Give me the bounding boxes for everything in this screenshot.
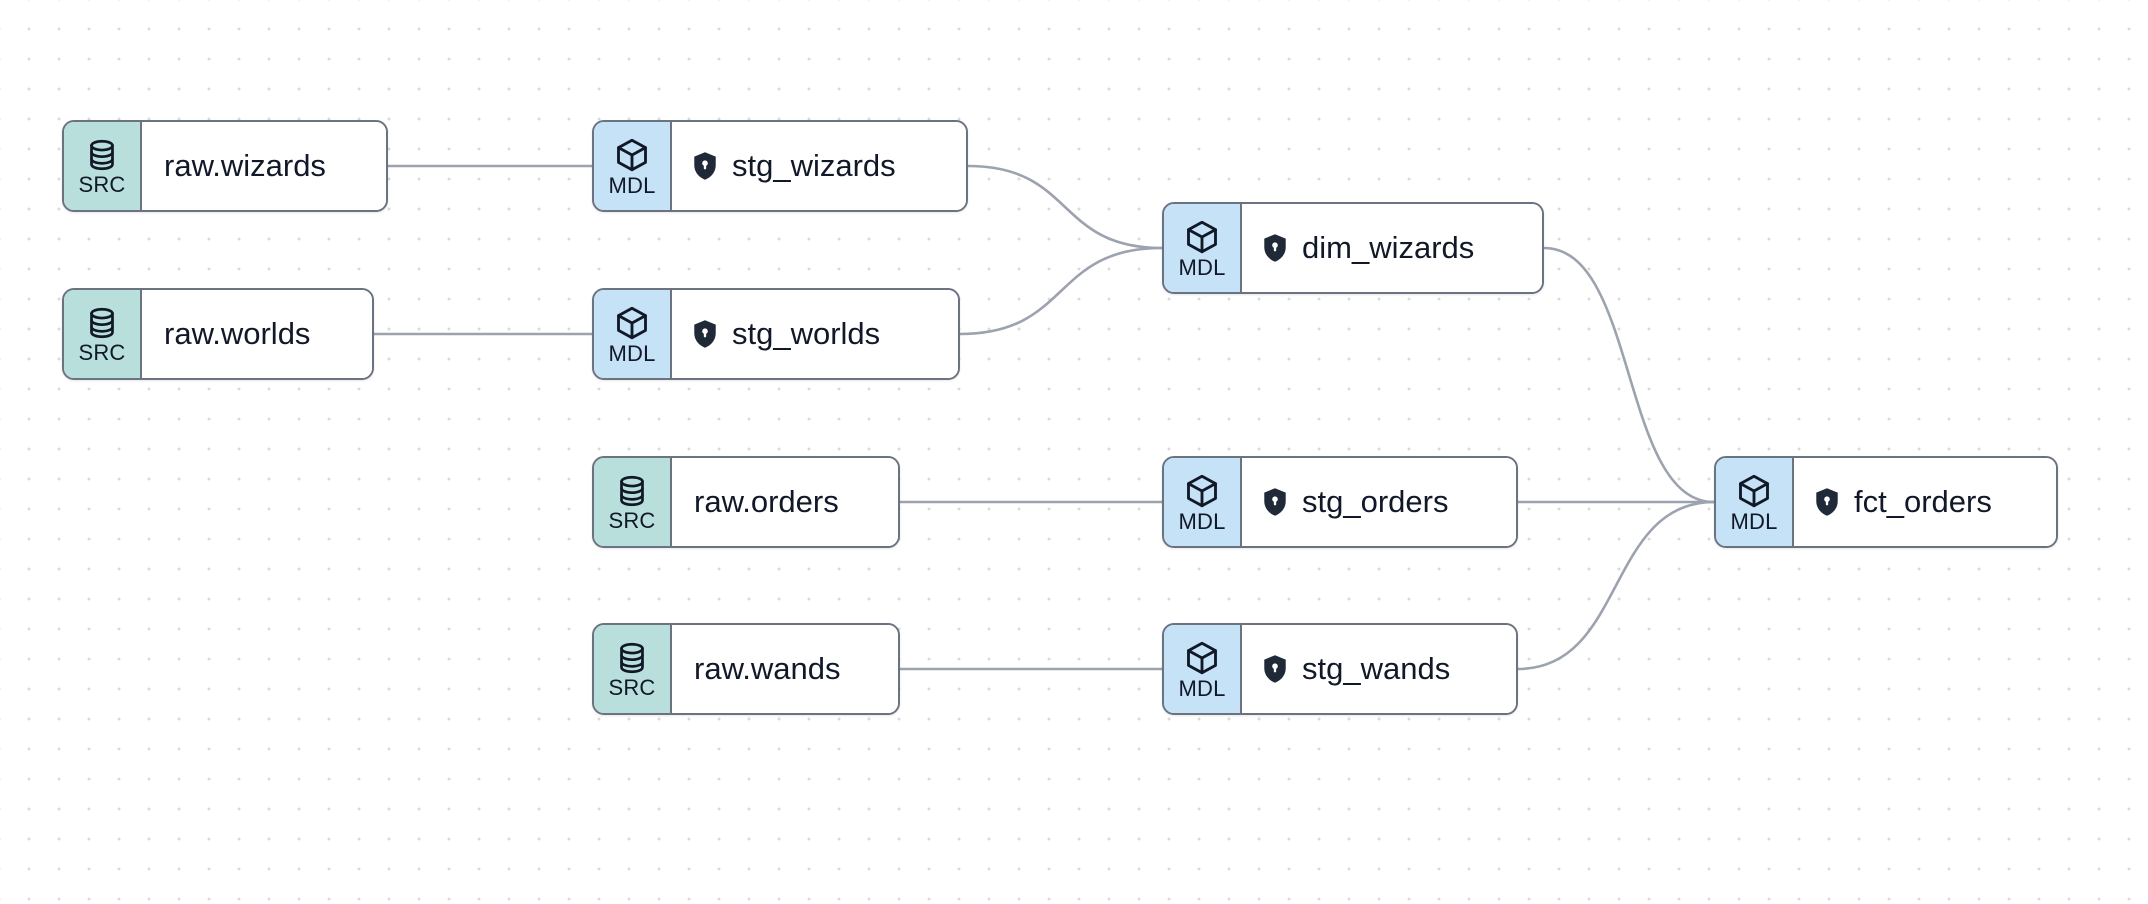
node-raw_worlds[interactable]: SRC raw.worlds [62,288,374,380]
node-type-label: MDL [1178,675,1226,701]
node-fct_orders[interactable]: MDL fct_orders [1714,456,2058,548]
cube-icon [1736,472,1772,510]
node-body: stg_wizards [672,122,966,210]
node-dim_wizards[interactable]: MDL dim_wizards [1162,202,1544,294]
edge-stg_wizards-to-dim_wizards [966,164,1164,250]
node-type-label: SRC [608,674,656,700]
cube-icon [1184,639,1220,677]
node-type-badge-model: MDL [1164,625,1242,713]
node-label: fct_orders [1854,484,1992,519]
node-type-badge-model: MDL [1164,458,1242,546]
node-type-label: MDL [1178,508,1226,534]
node-type-label: SRC [78,171,126,197]
shield-lock-icon [1814,487,1840,517]
node-raw_wizards[interactable]: SRC raw.wizards [62,120,388,212]
node-type-label: MDL [608,172,656,198]
node-type-badge-source: SRC [594,458,672,546]
node-type-label: MDL [1730,508,1778,534]
node-raw_orders[interactable]: SRC raw.orders [592,456,900,548]
node-label: stg_wizards [732,148,896,183]
node-body: raw.wands [672,625,898,713]
node-type-badge-model: MDL [1716,458,1794,546]
node-label: raw.orders [694,484,839,519]
node-type-label: SRC [608,507,656,533]
node-raw_wands[interactable]: SRC raw.wands [592,623,900,715]
node-label: stg_orders [1302,484,1449,519]
node-body: stg_orders [1242,458,1516,546]
database-icon [615,640,649,676]
shield-lock-icon [1262,654,1288,684]
node-type-label: MDL [608,340,656,366]
node-label: stg_wands [1302,651,1451,686]
node-stg_wands[interactable]: MDL stg_wands [1162,623,1518,715]
node-type-label: SRC [78,339,126,365]
node-label: raw.worlds [164,316,311,351]
shield-lock-icon [692,319,718,349]
node-body: fct_orders [1794,458,2056,546]
node-body: stg_wands [1242,625,1516,713]
node-type-badge-source: SRC [64,290,142,378]
node-body: stg_worlds [672,290,958,378]
node-type-badge-model: MDL [594,122,672,210]
shield-lock-icon [1262,487,1288,517]
database-icon [615,473,649,509]
edge-dim_wizards-to-fct_orders [1542,246,1716,504]
node-type-label: MDL [1178,254,1226,280]
cube-icon [1184,472,1220,510]
shield-lock-icon [692,151,718,181]
node-body: dim_wizards [1242,204,1542,292]
node-label: raw.wands [694,651,841,686]
node-label: dim_wizards [1302,230,1475,265]
node-label: stg_worlds [732,316,881,351]
node-stg_wizards[interactable]: MDL stg_wizards [592,120,968,212]
node-type-badge-source: SRC [594,625,672,713]
node-stg_worlds[interactable]: MDL stg_worlds [592,288,960,380]
cube-icon [1184,218,1220,256]
cube-icon [614,136,650,174]
node-label: raw.wizards [164,148,326,183]
node-body: raw.wizards [142,122,386,210]
cube-icon [614,304,650,342]
node-type-badge-model: MDL [594,290,672,378]
edge-stg_wands-to-fct_orders [1516,500,1716,671]
shield-lock-icon [1262,233,1288,263]
node-body: raw.worlds [142,290,372,378]
database-icon [85,137,119,173]
node-stg_orders[interactable]: MDL stg_orders [1162,456,1518,548]
edge-stg_worlds-to-dim_wizards [958,246,1164,336]
node-type-badge-model: MDL [1164,204,1242,292]
database-icon [85,305,119,341]
node-type-badge-source: SRC [64,122,142,210]
node-body: raw.orders [672,458,898,546]
